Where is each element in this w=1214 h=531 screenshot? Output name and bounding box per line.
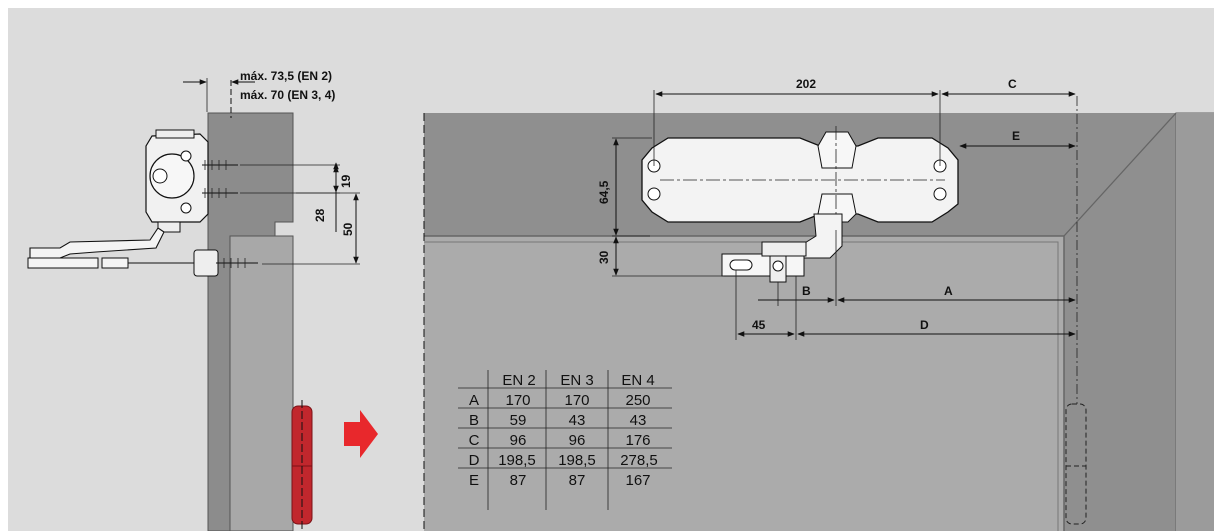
table-cell: 198,5 <box>558 452 596 469</box>
hinge-hidden <box>1065 403 1087 525</box>
arm-and-bracket <box>721 213 843 283</box>
closer-arm <box>27 227 258 277</box>
closer-body <box>641 126 959 230</box>
table-cell: 170 <box>564 392 589 409</box>
top-view <box>423 90 1214 531</box>
table-row-key: B <box>469 412 479 429</box>
table-cell: 87 <box>569 472 586 489</box>
table-cell: 167 <box>625 472 650 489</box>
table-header-en3: EN 3 <box>560 372 593 389</box>
dim-e-label: E <box>1012 129 1020 143</box>
table-cell: 43 <box>569 412 586 429</box>
table-row-key: E <box>469 472 479 489</box>
table-row-key: A <box>469 392 479 409</box>
door-leaf-section <box>229 235 294 531</box>
right-arrow-icon <box>344 410 378 458</box>
table-cell: 43 <box>630 412 647 429</box>
table-cell: 176 <box>625 432 650 449</box>
dim-b-label: B <box>802 284 811 298</box>
dim-a-label: A <box>944 284 953 298</box>
max-label-en34: máx. 70 (EN 3, 4) <box>240 88 335 102</box>
vertical-dimensions <box>240 162 360 265</box>
table-cell: 250 <box>625 392 650 409</box>
dim-30-label: 30 <box>597 250 611 264</box>
table-cell: 96 <box>510 432 527 449</box>
dim-45-label: 45 <box>752 318 766 332</box>
door-leaf <box>424 236 1064 531</box>
table-header-en4: EN 4 <box>621 372 654 389</box>
dim-28-label: 28 <box>313 208 327 222</box>
table-cell: 170 <box>505 392 530 409</box>
wall-header <box>424 113 1214 531</box>
table-cell: 278,5 <box>620 452 658 469</box>
max-label-en2: máx. 73,5 (EN 2) <box>240 69 332 83</box>
table-header-en2: EN 2 <box>502 372 535 389</box>
table-cell: 59 <box>510 412 527 429</box>
mounting-screws <box>202 160 238 198</box>
table-cell: 198,5 <box>498 452 536 469</box>
dim-c-label: C <box>1008 77 1017 91</box>
dim-64-5-label: 64,5 <box>597 180 611 204</box>
side-view <box>27 78 360 531</box>
table-row-key: C <box>469 432 480 449</box>
table-row-key: D <box>469 452 480 469</box>
closer-side-body <box>145 129 209 233</box>
hinge-side <box>291 400 313 531</box>
dim-202-label: 202 <box>796 77 816 91</box>
en-values-table: EN 2 EN 3 EN 4 A 170 170 250 B 59 43 43 … <box>458 370 672 510</box>
dim-50-label: 50 <box>341 222 355 236</box>
dim-19-label: 19 <box>339 174 353 188</box>
table-cell: 87 <box>510 472 527 489</box>
max-dimension <box>183 78 255 112</box>
table-cell: 96 <box>569 432 586 449</box>
dim-d-label: D <box>920 318 929 332</box>
